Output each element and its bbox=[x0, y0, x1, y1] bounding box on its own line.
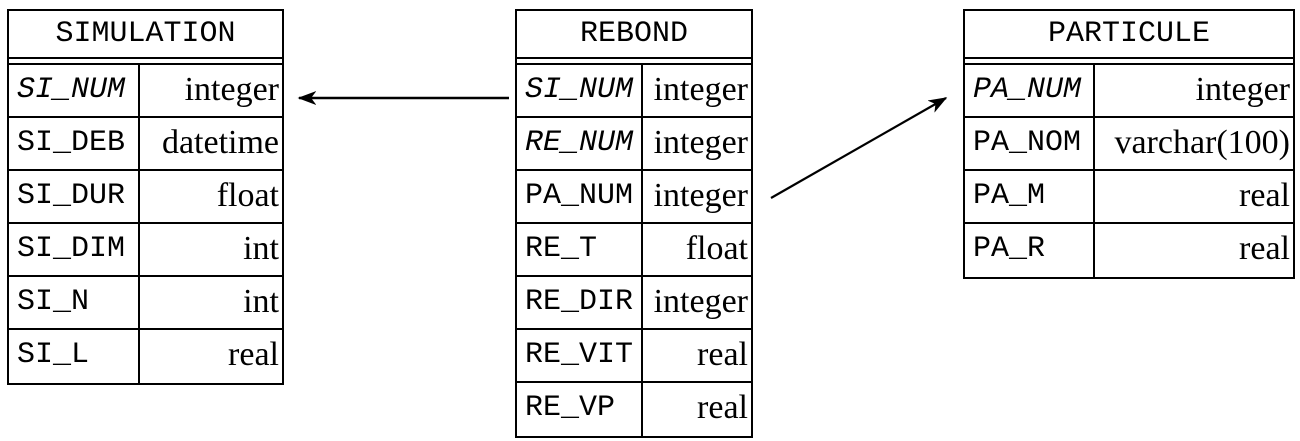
table-row: SI_NUM integer bbox=[517, 65, 751, 118]
table-row: PA_M real bbox=[965, 171, 1293, 224]
table-row: SI_NUM integer bbox=[9, 65, 282, 118]
table-row: RE_VIT real bbox=[517, 330, 751, 383]
column-name-cell: SI_NUM bbox=[9, 65, 140, 116]
column-name-cell: SI_DIM bbox=[9, 224, 140, 275]
column-type-cell: int bbox=[243, 283, 279, 320]
header-double-rule bbox=[965, 59, 1293, 65]
entity-table-particule: PARTICULE PA_NUM integer PA_NOM varchar(… bbox=[963, 9, 1295, 279]
entity-table-rebond: REBOND SI_NUM integer RE_NUM integer PA_… bbox=[515, 9, 753, 438]
table-row: RE_T float bbox=[517, 224, 751, 277]
column-name-cell: SI_L bbox=[9, 330, 140, 383]
column-name-cell: SI_N bbox=[9, 277, 140, 328]
column-name-cell: PA_NOM bbox=[965, 118, 1095, 169]
column-type-cell: real bbox=[697, 389, 748, 426]
column-name-cell: SI_DEB bbox=[9, 118, 140, 169]
column-type-cell: integer bbox=[1195, 71, 1290, 108]
table-row: SI_N int bbox=[9, 277, 282, 330]
column-name-cell: PA_R bbox=[965, 224, 1095, 277]
column-type-cell: datetime bbox=[161, 124, 279, 161]
column-type-cell: real bbox=[1239, 177, 1290, 214]
column-name-cell: RE_T bbox=[517, 224, 643, 275]
table-row: PA_NUM integer bbox=[517, 171, 751, 224]
table-row: RE_VP real bbox=[517, 383, 751, 436]
header-double-rule bbox=[517, 59, 751, 65]
table-row: PA_NUM integer bbox=[965, 65, 1293, 118]
column-name-cell: RE_DIR bbox=[517, 277, 643, 328]
column-type-cell: integer bbox=[653, 177, 748, 214]
table-row: RE_NUM integer bbox=[517, 118, 751, 171]
table-row: SI_DUR float bbox=[9, 171, 282, 224]
relation-arrow-rebond-particule bbox=[770, 97, 946, 199]
column-type-cell: integer bbox=[653, 71, 748, 108]
table-row: PA_R real bbox=[965, 224, 1293, 277]
column-type-cell: varchar(100) bbox=[1114, 124, 1290, 161]
column-type-cell: integer bbox=[653, 124, 748, 161]
table-row: SI_DIM int bbox=[9, 224, 282, 277]
column-name-cell: RE_NUM bbox=[517, 118, 643, 169]
column-type-cell: real bbox=[697, 336, 748, 373]
column-type-cell: integer bbox=[653, 283, 748, 320]
table-row: PA_NOM varchar(100) bbox=[965, 118, 1293, 171]
column-type-cell: int bbox=[243, 230, 279, 267]
column-type-cell: float bbox=[685, 230, 748, 267]
column-name-cell: PA_NUM bbox=[965, 65, 1095, 116]
table-row: RE_DIR integer bbox=[517, 277, 751, 330]
column-name-cell: RE_VP bbox=[517, 383, 643, 436]
column-type-cell: float bbox=[216, 177, 279, 214]
header-double-rule bbox=[9, 59, 282, 65]
table-row: SI_DEB datetime bbox=[9, 118, 282, 171]
table-title-rebond: REBOND bbox=[517, 11, 751, 59]
column-type-cell: integer bbox=[184, 71, 279, 108]
table-title-simulation: SIMULATION bbox=[9, 11, 282, 59]
column-name-cell: PA_NUM bbox=[517, 171, 643, 222]
column-type-cell: real bbox=[228, 336, 279, 373]
table-title-particule: PARTICULE bbox=[965, 11, 1293, 59]
column-name-cell: PA_M bbox=[965, 171, 1095, 222]
column-type-cell: real bbox=[1239, 230, 1290, 267]
column-name-cell: SI_NUM bbox=[517, 65, 643, 116]
column-name-cell: RE_VIT bbox=[517, 330, 643, 381]
table-row: SI_L real bbox=[9, 330, 282, 383]
entity-table-simulation: SIMULATION SI_NUM integer SI_DEB datetim… bbox=[7, 9, 284, 385]
column-name-cell: SI_DUR bbox=[9, 171, 140, 222]
